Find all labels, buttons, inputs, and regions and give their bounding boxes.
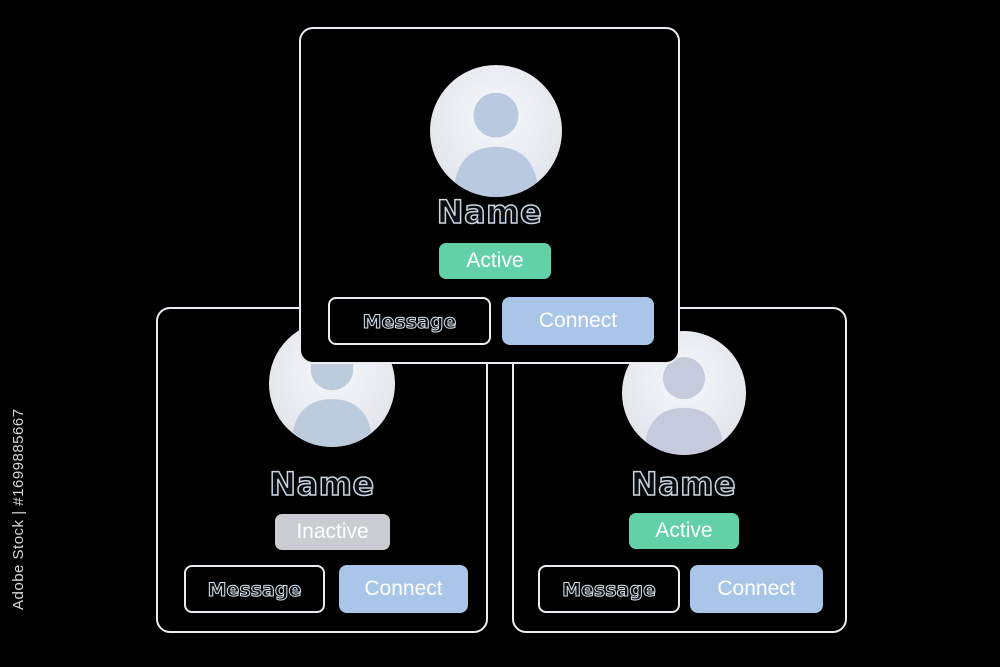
message-button[interactable]: Message <box>538 565 680 613</box>
profile-name: Name <box>269 464 375 504</box>
profile-name: Name <box>436 192 543 232</box>
connect-button[interactable]: Connect <box>339 565 468 613</box>
user-avatar-icon <box>430 65 562 197</box>
connect-button[interactable]: Connect <box>502 297 654 345</box>
message-button[interactable]: Message <box>328 297 491 345</box>
status-badge: Active <box>439 243 551 279</box>
status-badge: Active <box>629 513 739 549</box>
connect-button[interactable]: Connect <box>690 565 823 613</box>
stock-id-watermark: Adobe Stock | #1699885667 <box>10 408 27 610</box>
profile-name: Name <box>630 464 737 504</box>
message-button[interactable]: Message <box>184 565 325 613</box>
profile-card-top: Name Active Message Connect <box>299 27 680 364</box>
status-badge: Inactive <box>275 514 390 550</box>
